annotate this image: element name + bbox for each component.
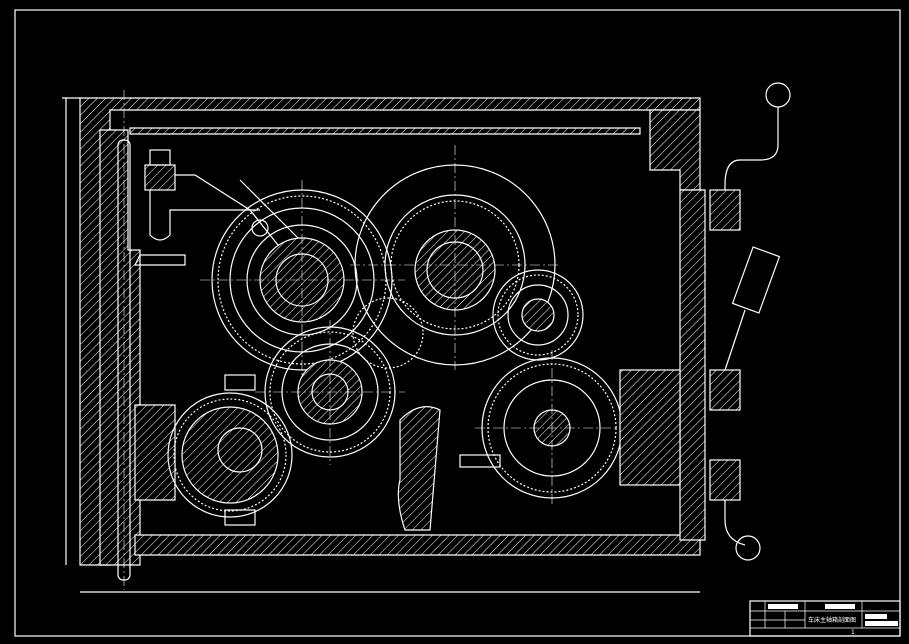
gear-bottom-left (134, 374, 293, 526)
housing (62, 90, 706, 593)
gear-middle (255, 320, 405, 465)
idler-gear (352, 297, 424, 369)
sheet-border (14, 9, 901, 637)
gear-top-center (350, 145, 560, 370)
title-block: 车床主轴箱剖面图 1 (749, 600, 901, 637)
gear-small-right (492, 269, 584, 361)
drawing-title: 车床主轴箱剖面图 (808, 616, 856, 624)
handles (709, 82, 791, 561)
sheet-number: 1 (851, 629, 855, 636)
gear-top-left (200, 180, 405, 380)
gear-bottom-right (475, 350, 630, 505)
clutch-block (397, 369, 681, 531)
